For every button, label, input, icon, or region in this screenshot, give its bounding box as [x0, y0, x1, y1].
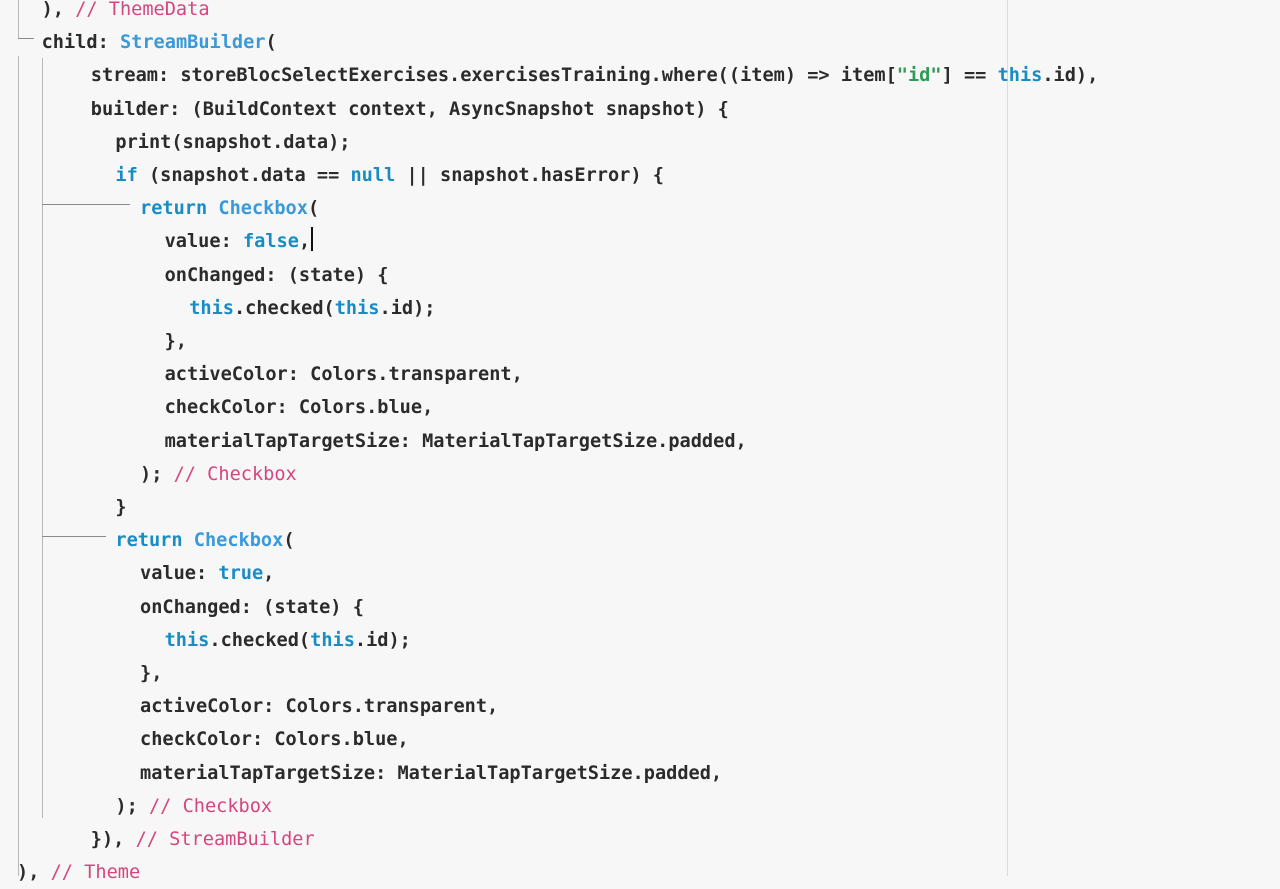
- code-line[interactable]: child: StreamBuilder(: [42, 26, 277, 59]
- indent-guide-branch: [42, 204, 130, 205]
- code-line[interactable]: builder: (BuildContext context, AsyncSna…: [91, 93, 729, 126]
- code-token: [207, 198, 218, 219]
- code-line[interactable]: }: [115, 491, 126, 524]
- code-token: activeColor: Colors.transparent,: [164, 364, 523, 386]
- code-token: this: [997, 65, 1043, 87]
- code-line[interactable]: ); // Checkbox: [115, 790, 272, 823]
- code-line[interactable]: value: false,: [165, 225, 314, 258]
- code-line[interactable]: ); // Checkbox: [140, 458, 297, 491]
- indent-guide: [42, 58, 43, 818]
- code-line[interactable]: activeColor: Colors.transparent,: [165, 358, 523, 391]
- code-token: materialTapTargetSize: MaterialTapTarget…: [164, 430, 747, 452]
- code-token: onChanged: (state) {: [140, 596, 364, 618]
- code-line[interactable]: checkColor: Colors.blue,: [165, 391, 434, 424]
- code-token: }),: [90, 829, 136, 850]
- code-token: // Theme: [50, 862, 141, 884]
- code-line[interactable]: print(snapshot.data);: [115, 126, 350, 159]
- code-token: (: [265, 32, 277, 54]
- code-token: builder: (BuildContext context, AsyncSna…: [90, 98, 729, 120]
- text-caret: [311, 227, 314, 252]
- code-line[interactable]: onChanged: (state) {: [165, 259, 389, 292]
- code-line[interactable]: materialTapTargetSize: MaterialTapTarget…: [165, 425, 747, 458]
- code-line[interactable]: return Checkbox(: [140, 192, 319, 225]
- code-token: StreamBuilder: [119, 32, 266, 54]
- code-line[interactable]: stream: storeBlocSelectExercises.exercis…: [91, 59, 1099, 92]
- code-token: this: [164, 629, 210, 651]
- code-token: null: [350, 165, 396, 186]
- code-line[interactable]: this.checked(this.id);: [189, 292, 435, 325]
- indent-guide: [18, 56, 19, 876]
- code-line[interactable]: value: true,: [140, 557, 274, 590]
- code-token: || snapshot.hasError) {: [395, 165, 664, 186]
- code-token: );: [140, 463, 174, 485]
- code-token: "id": [896, 65, 942, 87]
- code-line[interactable]: },: [140, 657, 162, 690]
- code-token: // ThemeData: [75, 0, 210, 20]
- code-token: checkColor: Colors.blue,: [164, 397, 434, 419]
- code-token: (: [283, 530, 295, 552]
- code-token: child:: [41, 32, 120, 54]
- code-token: ),: [41, 0, 76, 20]
- indent-guide-branch: [18, 38, 34, 39]
- code-token: Checkbox: [193, 530, 284, 552]
- code-token: ,: [263, 563, 275, 585]
- code-token: (: [307, 198, 320, 220]
- code-token: stream: storeBlocSelectExercises.exercis…: [90, 65, 897, 87]
- code-token: materialTapTargetSize: MaterialTapTarget…: [140, 762, 723, 784]
- code-token: ,: [298, 231, 311, 253]
- indent-guide: [18, 0, 19, 38]
- code-token: return: [115, 530, 183, 552]
- code-line[interactable]: this.checked(this.id);: [165, 624, 411, 657]
- code-token: .checked(: [233, 297, 335, 319]
- code-line[interactable]: materialTapTargetSize: MaterialTapTarget…: [140, 757, 722, 790]
- code-token: [183, 530, 194, 551]
- code-token: activeColor: Colors.transparent,: [140, 696, 499, 718]
- code-token: .id),: [1042, 65, 1099, 87]
- code-token: return: [140, 198, 208, 220]
- code-token: }: [115, 497, 127, 518]
- code-token: .id);: [379, 297, 436, 319]
- code-token: this: [310, 629, 355, 651]
- code-token: checkColor: Colors.blue,: [140, 729, 409, 751]
- code-token: this: [334, 297, 380, 319]
- code-line[interactable]: }), // StreamBuilder: [91, 823, 315, 856]
- code-token: this: [189, 297, 234, 319]
- code-token: (snapshot.data ==: [137, 165, 351, 186]
- code-token: },: [164, 331, 187, 352]
- code-token: print(snapshot.data);: [115, 131, 351, 153]
- code-token: value:: [140, 563, 219, 585]
- code-line[interactable]: if (snapshot.data == null || snapshot.ha…: [115, 159, 664, 192]
- indent-guide-branch: [42, 536, 106, 537]
- code-token: onChanged: (state) {: [164, 264, 389, 286]
- code-line[interactable]: checkColor: Colors.blue,: [140, 723, 409, 756]
- code-line[interactable]: ), // Theme: [17, 856, 140, 889]
- code-token: true: [218, 563, 264, 585]
- code-token: Checkbox: [218, 198, 308, 220]
- print-margin-line: [1007, 0, 1008, 876]
- code-line[interactable]: return Checkbox(: [115, 524, 294, 557]
- code-line[interactable]: },: [165, 325, 187, 358]
- code-token: false: [242, 231, 299, 253]
- code-token: );: [115, 795, 149, 817]
- code-token: if: [115, 165, 138, 186]
- code-token: value:: [164, 231, 243, 253]
- code-token: // StreamBuilder: [135, 829, 315, 850]
- code-token: .id);: [354, 629, 411, 651]
- code-token: ] ==: [941, 65, 998, 87]
- code-token: },: [140, 663, 163, 684]
- code-line[interactable]: activeColor: Colors.transparent,: [140, 690, 498, 723]
- code-line[interactable]: onChanged: (state) {: [140, 591, 364, 624]
- code-token: .checked(: [209, 629, 311, 651]
- code-token: // Checkbox: [148, 795, 273, 817]
- code-token: // Checkbox: [173, 463, 297, 485]
- code-line[interactable]: ), // ThemeData: [42, 0, 210, 26]
- code-token: ),: [17, 862, 51, 884]
